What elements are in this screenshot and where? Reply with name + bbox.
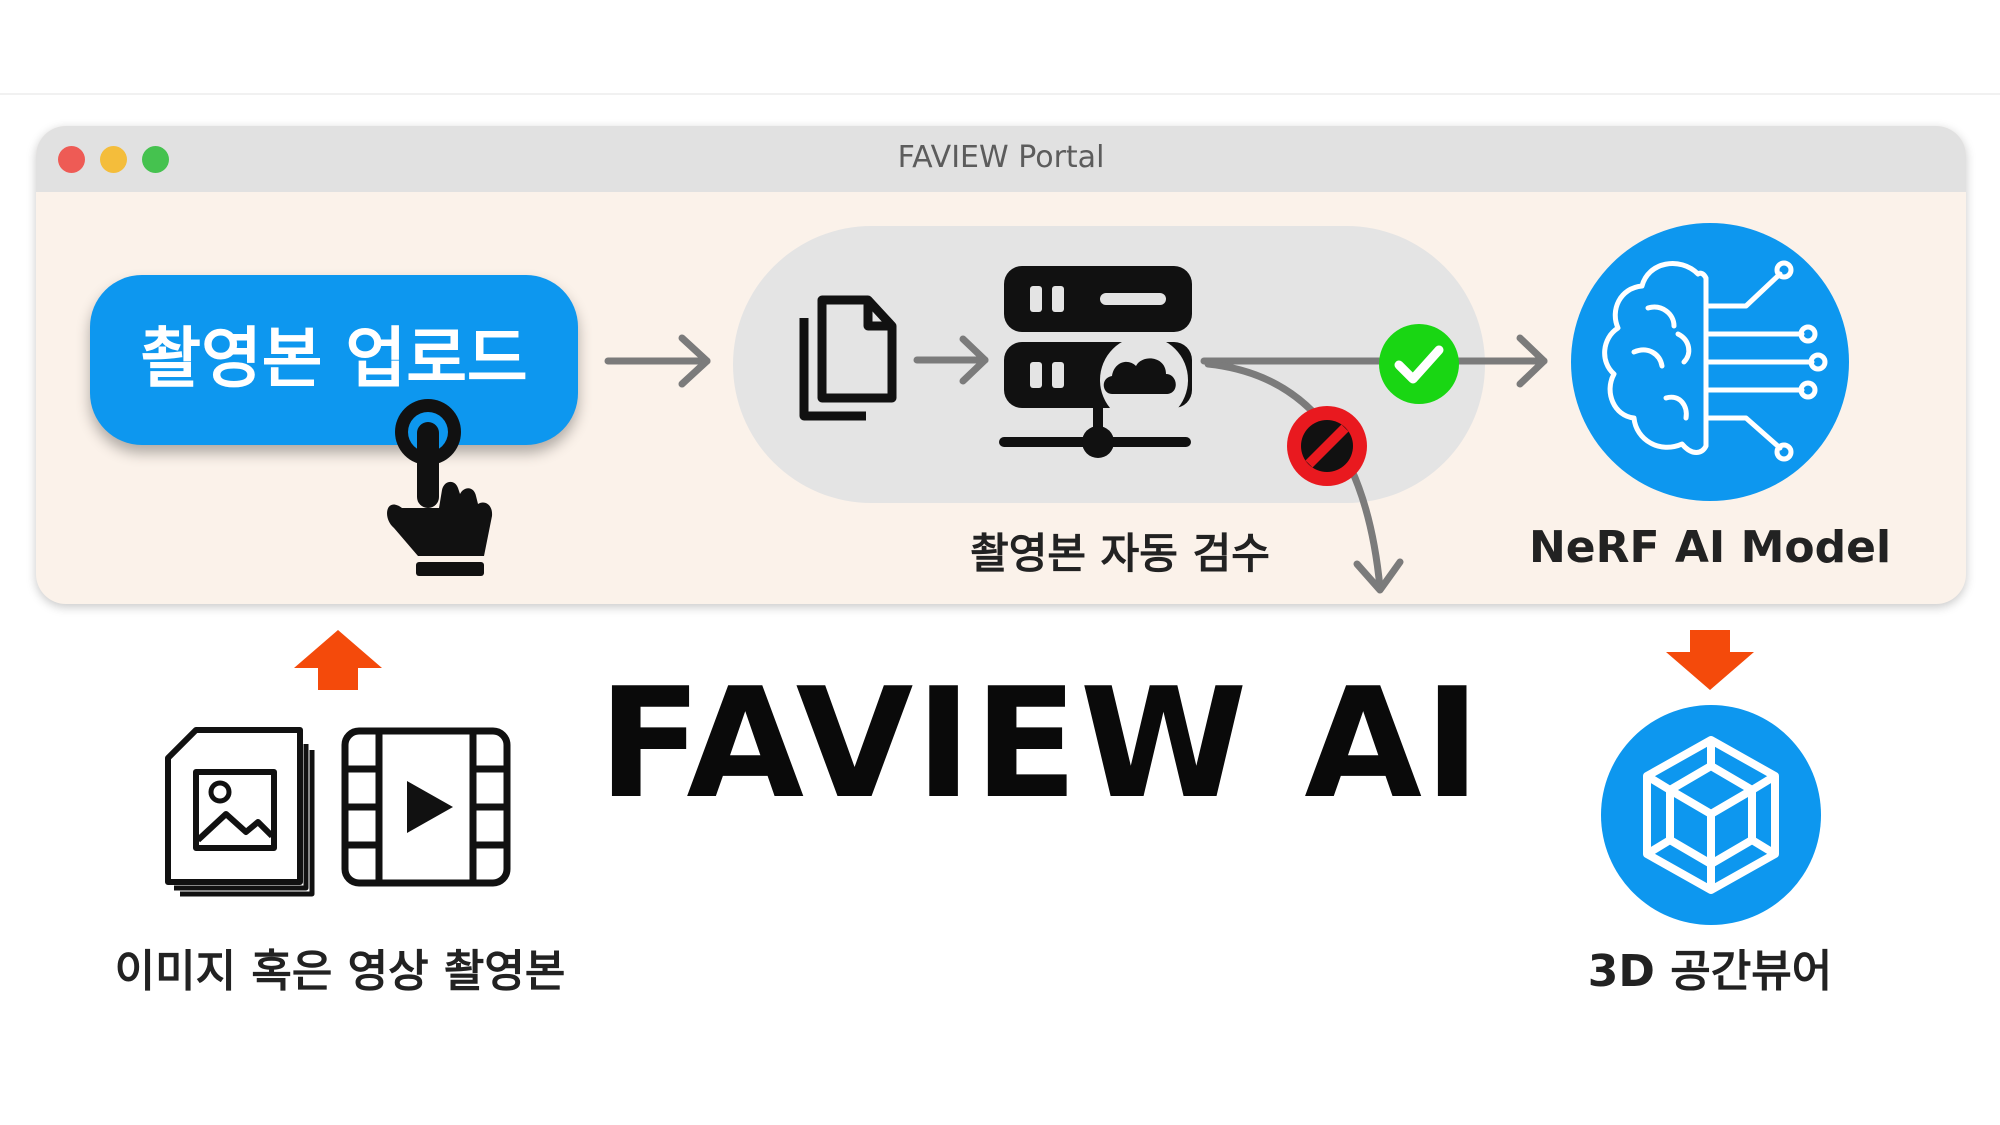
window-titlebar: FAVIEW Portal (36, 126, 1966, 192)
video-film-icon (341, 727, 511, 887)
brand-title: FAVIEW AI (598, 655, 1483, 832)
cube-icon (1601, 705, 1821, 925)
inspection-label: 촬영본 자동 검수 (970, 529, 1270, 578)
arrow-doc-to-server (913, 335, 989, 385)
hand-pointer-icon (387, 399, 493, 576)
upload-button[interactable]: 촬영본 업로드 (90, 275, 578, 445)
blocked-icon (1287, 406, 1367, 486)
input-label: 이미지 혹은 영상 촬영본 (114, 946, 566, 997)
documents-icon (799, 295, 897, 421)
model-label: NeRF AI Model (1528, 522, 1892, 573)
window-minimize-button[interactable] (100, 146, 127, 173)
window-close-button[interactable] (58, 146, 85, 173)
image-stack-icon (165, 727, 315, 897)
arrow-server-to-model (1200, 334, 1548, 388)
server-cloud-icon (999, 266, 1192, 458)
window-title: FAVIEW Portal (897, 140, 1105, 175)
output-label: 3D 공간뷰어 (1587, 946, 1833, 997)
arrow-down-icon (1666, 630, 1754, 690)
brain-circuit-icon (1571, 223, 1849, 501)
arrow-upload-to-inspect (604, 334, 711, 388)
arrow-up-icon (294, 630, 382, 690)
window-maximize-button[interactable] (142, 146, 169, 173)
check-icon (1379, 324, 1459, 404)
top-divider (0, 93, 2000, 95)
